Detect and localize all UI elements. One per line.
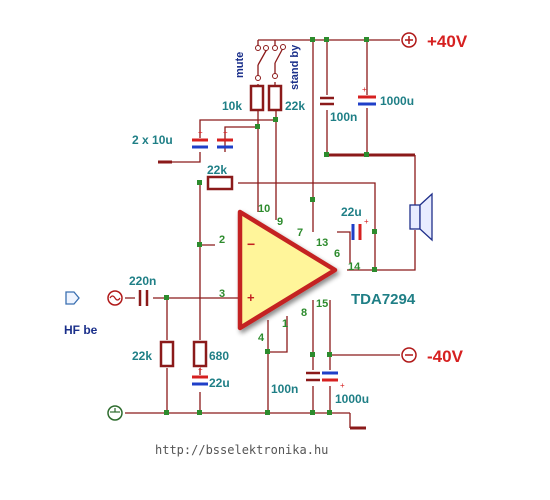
capacitor-22u-bootstrap-label: 22u <box>341 205 362 219</box>
footer-url[interactable]: http://bsselektronika.hu <box>155 443 328 457</box>
resistor-10k-label: 10k <box>222 99 242 113</box>
terminal-negative <box>401 347 417 363</box>
negative-supply-label: -40V <box>427 347 464 366</box>
capacitor-1000u-bottom-label: 1000u <box>335 392 369 406</box>
capacitor-10u-b: + <box>217 128 233 149</box>
standby-switch-label: stand by <box>289 44 301 90</box>
resistor-22k-top <box>267 84 283 112</box>
mute-contact-top <box>255 45 261 51</box>
pin-number: 8 <box>301 307 307 319</box>
pin-number: 2 <box>219 234 225 246</box>
svg-text:+: + <box>198 365 203 374</box>
input-arrow-icon <box>65 291 80 305</box>
resistor-22k-input <box>159 340 175 368</box>
capacitor-10u-a: + <box>192 128 208 149</box>
resistor-22k-top-label: 22k <box>285 99 305 113</box>
pin-number: 14 <box>348 261 361 273</box>
capacitor-22u-bootstrap: + <box>351 217 369 240</box>
capacitor-1000u-top-label: 1000u <box>380 94 414 108</box>
capacitor-220n-label: 220n <box>129 274 156 288</box>
mute-contact-mid <box>263 45 269 51</box>
standby-contact-top <box>272 45 278 51</box>
capacitor-1000u-top: + <box>358 85 376 106</box>
pin4-wire <box>267 316 288 413</box>
terminal-ground <box>107 405 123 421</box>
capacitor-2x10u-label: 2 x 10u <box>132 133 173 147</box>
capacitor-100n-bottom-label: 100n <box>271 382 298 396</box>
resistor-680-label: 680 <box>209 349 229 363</box>
switch-cap-wire <box>224 126 258 152</box>
terminal-positive <box>401 32 417 48</box>
resistor-22k-feedback-label: 22k <box>207 163 227 177</box>
noninverting-input-sign: + <box>247 290 255 305</box>
capacitors: + + + + + <box>138 85 376 390</box>
standby-contact-mid <box>280 44 286 50</box>
capacitor-100n-bottom <box>306 371 320 382</box>
switch-cap-wire-2 <box>199 119 276 138</box>
resistor-22k-input-label: 22k <box>132 349 152 363</box>
capacitor-22u-bottom-label: 22u <box>209 376 230 390</box>
resistor-680 <box>192 340 208 368</box>
pin-number: 13 <box>316 237 328 249</box>
bootstrap-wire <box>337 231 375 263</box>
positive-supply-label: +40V <box>427 32 468 51</box>
input-label: HF be <box>64 323 98 337</box>
svg-text:+: + <box>364 217 369 226</box>
capacitor-100n-top-label: 100n <box>330 110 357 124</box>
capacitor-220n <box>138 290 149 306</box>
resistor-22k-feedback <box>206 175 234 191</box>
svg-text:+: + <box>362 85 367 94</box>
svg-text:+: + <box>198 128 203 137</box>
standby-contact-low <box>272 73 278 79</box>
junction-dots <box>164 37 377 415</box>
speaker-output-wire <box>347 230 416 271</box>
pin-number: 9 <box>277 216 283 228</box>
terminal-input <box>107 290 123 306</box>
speaker-icon <box>409 192 433 242</box>
capacitor-22u-bottom: + <box>192 365 208 386</box>
resistor-10k <box>249 84 265 112</box>
pin-number: 7 <box>297 227 303 239</box>
tda7294-triangle <box>237 209 338 331</box>
ground-symbols <box>158 153 415 430</box>
top-cap-wire <box>326 40 368 155</box>
inverting-input-sign: − <box>247 236 255 252</box>
switch-contacts <box>255 44 286 81</box>
svg-text:+: + <box>223 128 228 137</box>
pin-numbers: 10 9 7 2 3 1 4 8 15 13 6 14 <box>219 203 361 344</box>
resistors <box>159 84 283 368</box>
pin-number: 10 <box>258 203 270 215</box>
mute-switch-blade <box>257 48 268 66</box>
pin-number: 1 <box>282 318 288 330</box>
pin-number: 4 <box>258 332 265 344</box>
mute-switch-label: mute <box>234 52 246 78</box>
capacitor-1000u-bottom: + <box>322 371 345 390</box>
svg-text:+: + <box>340 381 345 390</box>
pin-number: 3 <box>219 288 225 300</box>
pin-number: 15 <box>316 298 328 310</box>
chip-name-label: TDA7294 <box>351 291 416 308</box>
mute-contact-low <box>255 75 261 81</box>
capacitor-100n-top <box>320 96 334 106</box>
pin-number: 6 <box>334 248 340 260</box>
standby-switch-blade <box>274 47 284 64</box>
